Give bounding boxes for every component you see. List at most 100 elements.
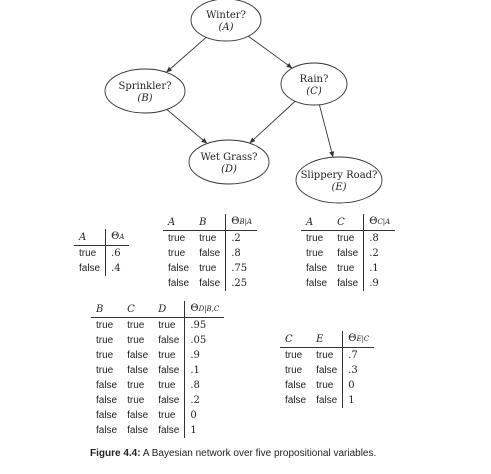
cell-prob: .4 <box>105 261 130 276</box>
cell-prob: .95 <box>184 317 225 333</box>
caption-label: Figure 4.4: <box>90 448 141 459</box>
cell: false <box>285 380 307 391</box>
cell: false <box>316 365 338 376</box>
cell: false <box>127 365 149 376</box>
cell: false <box>158 395 180 406</box>
cell: true <box>158 350 176 361</box>
cell: false <box>96 410 118 421</box>
cell-prob: .2 <box>184 393 225 408</box>
cell: false <box>199 248 221 259</box>
cell: false <box>158 335 180 346</box>
cell-prob: .1 <box>363 261 396 276</box>
node-ellipse <box>280 62 348 106</box>
theta-symbol: Θ <box>190 303 199 314</box>
cell-prob: .7 <box>342 347 375 363</box>
cell: true <box>199 233 217 244</box>
cell-prob: 1 <box>184 423 225 438</box>
edge-b-to-d <box>166 109 208 144</box>
table-row: false .4 <box>74 261 130 276</box>
cell: false <box>316 395 338 406</box>
header-e: E <box>311 331 343 348</box>
cell-prob: .1 <box>184 363 225 378</box>
edge-a-to-c <box>248 35 293 69</box>
header-a: A <box>301 214 333 231</box>
theta-subscript: E|C <box>356 335 370 343</box>
cell: false <box>127 425 149 436</box>
theta-symbol: Θ <box>348 333 357 344</box>
cell: true <box>158 320 176 331</box>
theta-subscript: B|A <box>239 218 253 226</box>
node-label: Slippery Road? <box>301 170 378 181</box>
node-ellipse <box>104 68 186 114</box>
cell: true <box>96 365 114 376</box>
cell: true <box>285 365 303 376</box>
cell: false <box>168 278 190 289</box>
cell: true <box>158 380 176 391</box>
cell-prob: .05 <box>184 333 225 348</box>
node-label: Rain? <box>300 74 329 85</box>
cell: false <box>158 425 180 436</box>
cell: true <box>316 350 334 361</box>
header-theta-e-given-c: ΘE|C <box>342 331 375 348</box>
cell-prob: .2 <box>225 230 258 246</box>
cell: true <box>306 233 324 244</box>
cell: false <box>127 350 149 361</box>
cell: false <box>306 263 328 274</box>
cell: true <box>127 335 145 346</box>
header-c: C <box>280 331 312 348</box>
node-ellipse <box>188 139 270 185</box>
cell: false <box>285 395 307 406</box>
cell: false <box>127 410 149 421</box>
cell: true <box>199 263 217 274</box>
header-a: A <box>74 229 106 246</box>
node-variable: (E) <box>331 182 346 193</box>
header-a: A <box>163 214 195 231</box>
cell-prob: .9 <box>184 348 225 363</box>
cell: false <box>96 425 118 436</box>
cell-prob: .2 <box>363 246 396 261</box>
cell: true <box>96 350 114 361</box>
table-row: false true false .2 <box>91 393 225 408</box>
caption-text: A Bayesian network over five proposition… <box>142 448 377 459</box>
cell: false <box>337 248 359 259</box>
table-row: true true false .05 <box>91 333 225 348</box>
table-row: true .6 <box>74 245 130 261</box>
table-row: false true .1 <box>301 261 396 276</box>
bayesian-network-graph: Winter?(A)Sprinkler?(B)Rain?(C)Wet Grass… <box>104 0 383 204</box>
node-a: Winter?(A) <box>190 0 262 42</box>
cell: true <box>168 248 186 259</box>
cell: true <box>127 380 145 391</box>
header-d: D <box>153 301 185 318</box>
cell: false <box>96 395 118 406</box>
cell: true <box>127 395 145 406</box>
cell-prob: .8 <box>363 230 396 246</box>
cell: true <box>337 233 355 244</box>
node-variable: (C) <box>306 86 322 97</box>
cell: true <box>96 335 114 346</box>
cell-prob: .8 <box>225 246 258 261</box>
cell: true <box>337 263 355 274</box>
header-b: B <box>194 214 226 231</box>
node-b: Sprinkler?(B) <box>104 68 186 114</box>
theta-subscript: D|B,C <box>198 305 220 313</box>
header-c: C <box>122 301 154 318</box>
figure-caption: Figure 4.4: A Bayesian network over five… <box>90 448 490 459</box>
cell: false <box>168 263 190 274</box>
edge-c-to-e <box>318 104 335 158</box>
cell-prob: 1 <box>342 393 375 408</box>
node-ellipse <box>295 156 383 204</box>
header-theta-c-given-a: ΘC|A <box>363 214 396 231</box>
theta-subscript: A <box>119 233 125 241</box>
